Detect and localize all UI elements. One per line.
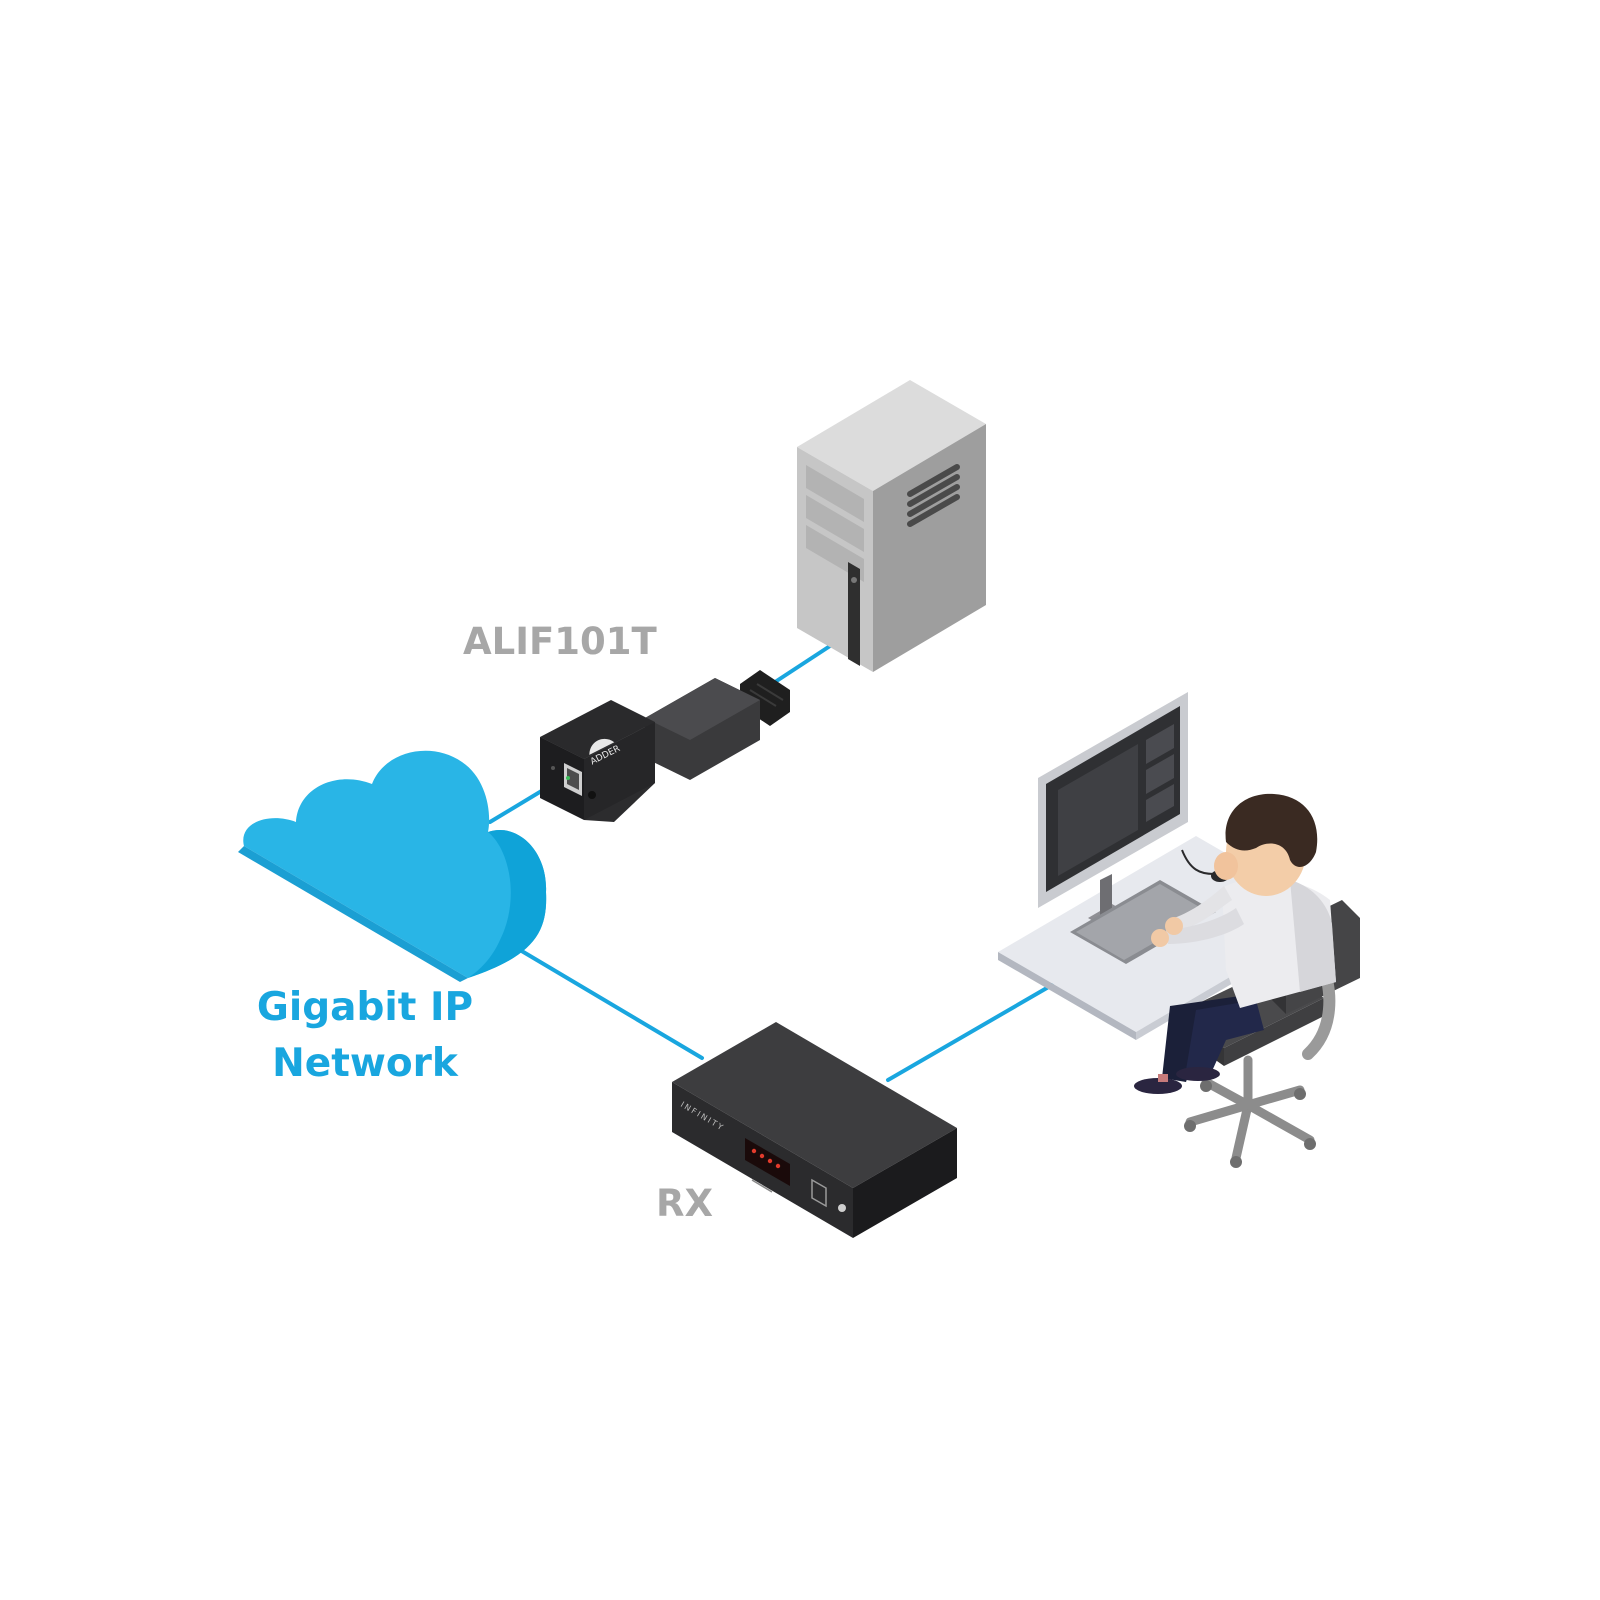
network-label: Gigabit IP Network [250, 980, 480, 1092]
cable-cloud-to-rx [518, 948, 704, 1060]
receiver-label: RX [656, 1182, 714, 1225]
user-icon [1134, 793, 1336, 1094]
server-tower-icon [797, 380, 986, 672]
network-label-line1: Gigabit IP [256, 985, 474, 1030]
cable-server-to-dongle [770, 644, 832, 686]
transmitter-label: ALIF101T [463, 620, 657, 663]
cable-rx-to-workstation [886, 983, 1054, 1082]
adder-dongle-icon: ADDER [540, 670, 790, 822]
cloud-icon [238, 750, 547, 982]
network-label-line2: Network [272, 1041, 458, 1086]
rx-box-icon: INFINITY [672, 1022, 957, 1238]
